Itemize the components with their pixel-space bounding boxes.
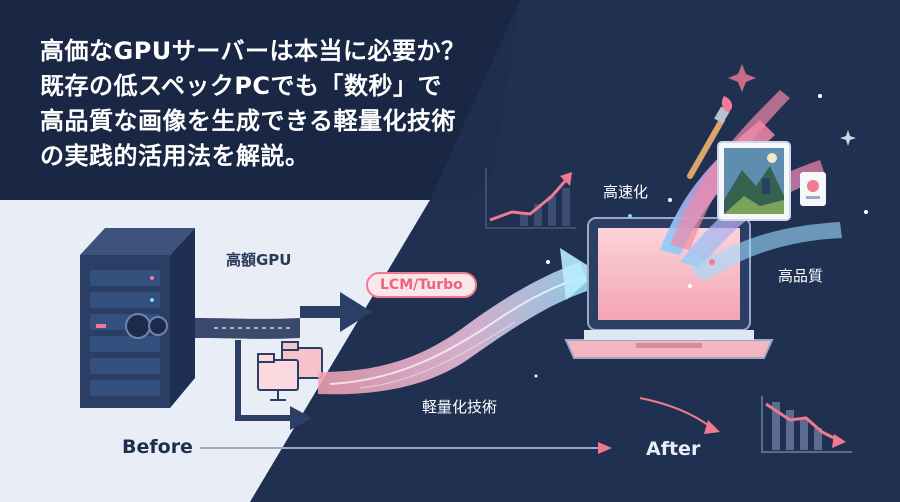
label-expensive-gpu: 高額GPU [226,251,292,269]
paintbrush-icon [687,96,733,179]
down-arrow-line [235,340,292,421]
timeline-arrow [598,442,612,454]
headline: 高価なGPUサーバーは本当に必要か？ 既存の低スペックPCでも「数秒」で 高品質… [40,34,500,174]
rising-chart-icon [485,168,576,229]
folder-icon [257,341,323,401]
label-before: Before [122,436,193,458]
headline-line-3: 高品質な画像を生成できる軽量化技術 [40,107,457,135]
speed-flow-wave [318,262,590,395]
label-lcm-turbo: LCM/Turbo [366,272,477,298]
headline-panel [0,0,520,200]
label-high-quality: 高品質 [778,267,824,285]
arrow-icon [300,292,372,332]
flow-arrow-head [560,248,598,300]
label-lightweight-tech: 軽量化技術 [422,398,498,416]
landscape-image-icon [717,141,791,221]
server-icon [80,228,195,408]
headline-line-1: 高価なGPUサーバーは本当に必要か？ [40,37,466,65]
down-arrow-head [290,406,312,430]
label-after: After [646,438,701,460]
falling-chart-icon [761,396,852,453]
headline-line-2: 既存の低スペックPCでも「数秒」で [40,72,443,100]
label-speedup: 高速化 [603,183,649,201]
document-icon [800,172,826,206]
sparkle-icon [534,64,868,378]
headline-line-4: の実践的活用法を解説。 [40,142,310,170]
